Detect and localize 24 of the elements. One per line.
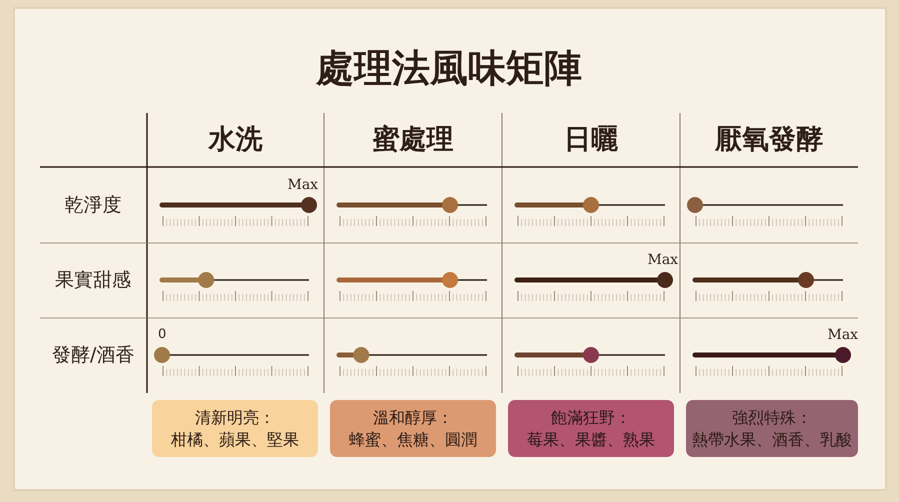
column-header: 日曬: [564, 124, 618, 156]
zero-label: 0: [158, 327, 166, 343]
row-label: 發酵/酒香: [52, 344, 134, 366]
row-label: 乾淨度: [64, 194, 122, 216]
column-header: 蜜處理: [372, 124, 454, 156]
flavor-box: [152, 400, 318, 457]
flavor-heading: 溫和醇厚：: [373, 406, 453, 428]
max-label: Max: [828, 326, 858, 344]
column-header: 水洗: [208, 124, 262, 156]
flavor-heading: 強烈特殊：: [732, 406, 812, 428]
flavor-notes: 熱帶水果、酒香、乳酸: [692, 428, 852, 450]
max-label: Max: [288, 176, 318, 194]
flavor-box: [330, 400, 496, 457]
title: 處理法風味矩陣: [316, 45, 582, 91]
column-header: 厭氧發酵: [715, 124, 823, 156]
flavor-notes: 柑橘、蘋果、堅果: [171, 428, 299, 450]
flavor-box: [508, 400, 674, 457]
flavor-notes: 蜂蜜、焦糖、圓潤: [349, 428, 477, 450]
flavor-heading: 清新明亮：: [195, 406, 275, 428]
flavor-notes: 莓果、果醬、熟果: [527, 428, 655, 450]
max-label: Max: [648, 252, 678, 268]
row-label: 果實甜感: [55, 268, 131, 292]
flavor-heading: 飽滿狂野：: [551, 406, 631, 428]
flavor-box: [686, 400, 858, 457]
